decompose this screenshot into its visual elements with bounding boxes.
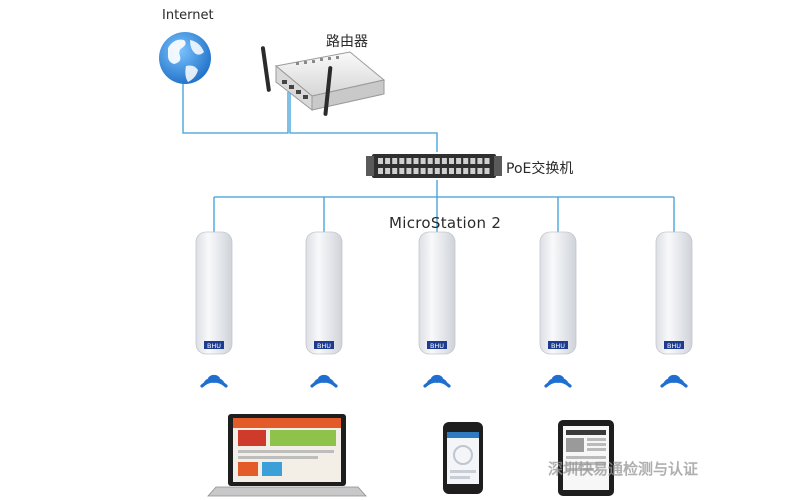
access-points: BHU BHU BHU BHU BHU xyxy=(195,231,693,388)
wifi-icon xyxy=(200,374,228,388)
ap-badge-text: BHU xyxy=(430,342,444,350)
wifi-icon xyxy=(423,374,451,388)
phone-icon xyxy=(443,422,483,494)
globe-icon xyxy=(159,32,211,84)
ap-badge-text: BHU xyxy=(207,342,221,350)
router-switch-link xyxy=(289,92,438,152)
access-point-4: BHU xyxy=(539,231,577,388)
router-icon xyxy=(260,46,386,116)
wifi-icon xyxy=(544,374,572,388)
watermark-text: 深圳快易通检测与认证 xyxy=(548,460,699,478)
access-point-3: BHU xyxy=(418,231,456,388)
connection-lines xyxy=(182,82,675,232)
ap-badge xyxy=(314,341,334,349)
ap-badge xyxy=(548,341,568,349)
ap-badge xyxy=(204,341,224,349)
ap-badge-text: BHU xyxy=(667,342,681,350)
poe-switch-icon xyxy=(366,154,502,178)
wifi-icon xyxy=(660,374,688,388)
access-point-5: BHU xyxy=(655,231,693,388)
router-label: 路由器 xyxy=(326,34,368,50)
tablet-icon xyxy=(558,420,614,496)
access-point-2: BHU xyxy=(305,231,343,388)
internet-router-link xyxy=(182,82,289,134)
access-point-1: BHU xyxy=(195,231,233,388)
ap-badge-text: BHU xyxy=(551,342,565,350)
wifi-icon xyxy=(310,374,338,388)
ap-badge-text: BHU xyxy=(317,342,331,350)
access-point-label: MicroStation 2 xyxy=(389,214,502,232)
ap-badge xyxy=(664,341,684,349)
ap-badge xyxy=(427,341,447,349)
laptop-icon xyxy=(207,414,367,497)
poe-switch-label: PoE交换机 xyxy=(506,161,574,177)
internet-label: Internet xyxy=(162,8,214,23)
